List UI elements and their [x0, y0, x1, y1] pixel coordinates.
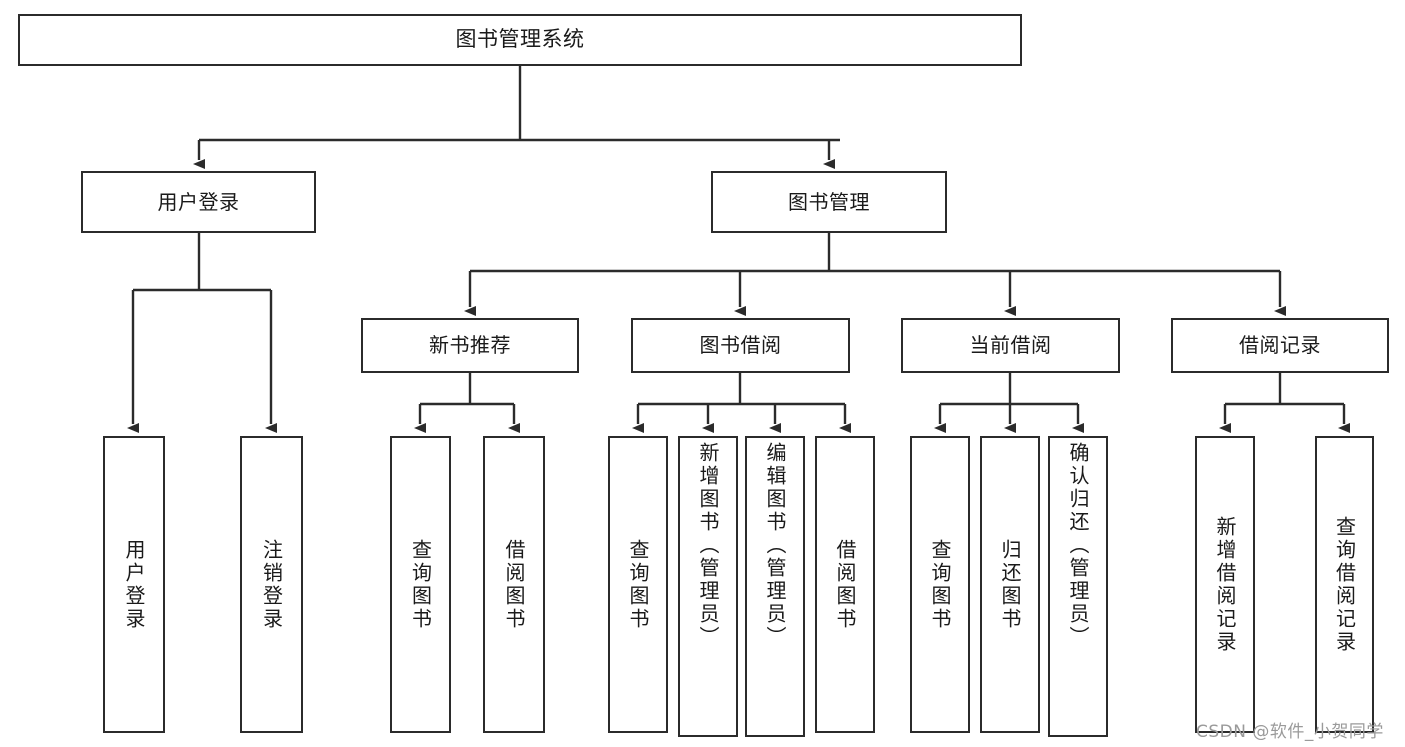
node-book-borrow-label: 图书借阅 [699, 333, 782, 358]
node-leaf-add-book-admin-label: 新增图书（管理员） [696, 442, 720, 649]
node-root-label: 图书管理系统 [455, 27, 585, 52]
node-leaf-user-login[interactable]: 用户登录 [103, 436, 165, 733]
node-leaf-borrow-book-2[interactable]: 借阅图书 [815, 436, 875, 733]
node-book-manage[interactable]: 图书管理 [711, 171, 947, 233]
node-new-book-recommend[interactable]: 新书推荐 [361, 318, 579, 373]
node-user-login-label: 用户登录 [157, 189, 240, 214]
node-leaf-return-book-label: 归还图书 [998, 538, 1022, 631]
node-new-book-recommend-label: 新书推荐 [429, 333, 511, 358]
node-leaf-query-book-2-label: 查询图书 [626, 538, 650, 631]
node-leaf-confirm-return-admin-label: 确认归还（管理员） [1066, 442, 1090, 649]
node-leaf-borrow-book-1-label: 借阅图书 [502, 538, 526, 631]
node-leaf-query-book-3-label: 查询图书 [928, 538, 952, 631]
node-leaf-query-borrow-record[interactable]: 查询借阅记录 [1315, 436, 1374, 733]
node-leaf-add-book-admin[interactable]: 新增图书（管理员） [678, 436, 738, 737]
node-current-borrow[interactable]: 当前借阅 [901, 318, 1120, 373]
node-leaf-user-logout[interactable]: 注销登录 [240, 436, 303, 733]
node-leaf-query-book-2[interactable]: 查询图书 [608, 436, 668, 733]
node-leaf-add-borrow-record[interactable]: 新增借阅记录 [1195, 436, 1255, 733]
node-leaf-query-book-1-label: 查询图书 [408, 538, 433, 631]
node-root[interactable]: 图书管理系统 [18, 14, 1022, 66]
node-leaf-edit-book-admin-label: 编辑图书（管理员） [763, 442, 787, 649]
csdn-watermark: CSDN @软件_小贺同学 [1196, 722, 1384, 742]
node-leaf-return-book[interactable]: 归还图书 [980, 436, 1040, 733]
node-leaf-edit-book-admin[interactable]: 编辑图书（管理员） [745, 436, 805, 737]
node-leaf-query-borrow-record-label: 查询借阅记录 [1332, 515, 1357, 654]
node-user-login[interactable]: 用户登录 [81, 171, 316, 233]
node-leaf-confirm-return-admin[interactable]: 确认归还（管理员） [1048, 436, 1108, 737]
node-leaf-add-borrow-record-label: 新增借阅记录 [1213, 515, 1237, 654]
node-borrow-record-label: 借阅记录 [1239, 333, 1321, 358]
node-leaf-user-logout-label: 注销登录 [259, 538, 284, 631]
node-leaf-borrow-book-1[interactable]: 借阅图书 [483, 436, 545, 733]
node-current-borrow-label: 当前借阅 [969, 333, 1052, 358]
node-leaf-query-book-1[interactable]: 查询图书 [390, 436, 451, 733]
node-book-manage-label: 图书管理 [788, 189, 870, 214]
node-book-borrow[interactable]: 图书借阅 [631, 318, 850, 373]
node-borrow-record[interactable]: 借阅记录 [1171, 318, 1389, 373]
node-leaf-user-login-label: 用户登录 [122, 538, 146, 631]
node-leaf-borrow-book-2-label: 借阅图书 [833, 538, 857, 631]
node-leaf-query-book-3[interactable]: 查询图书 [910, 436, 970, 733]
